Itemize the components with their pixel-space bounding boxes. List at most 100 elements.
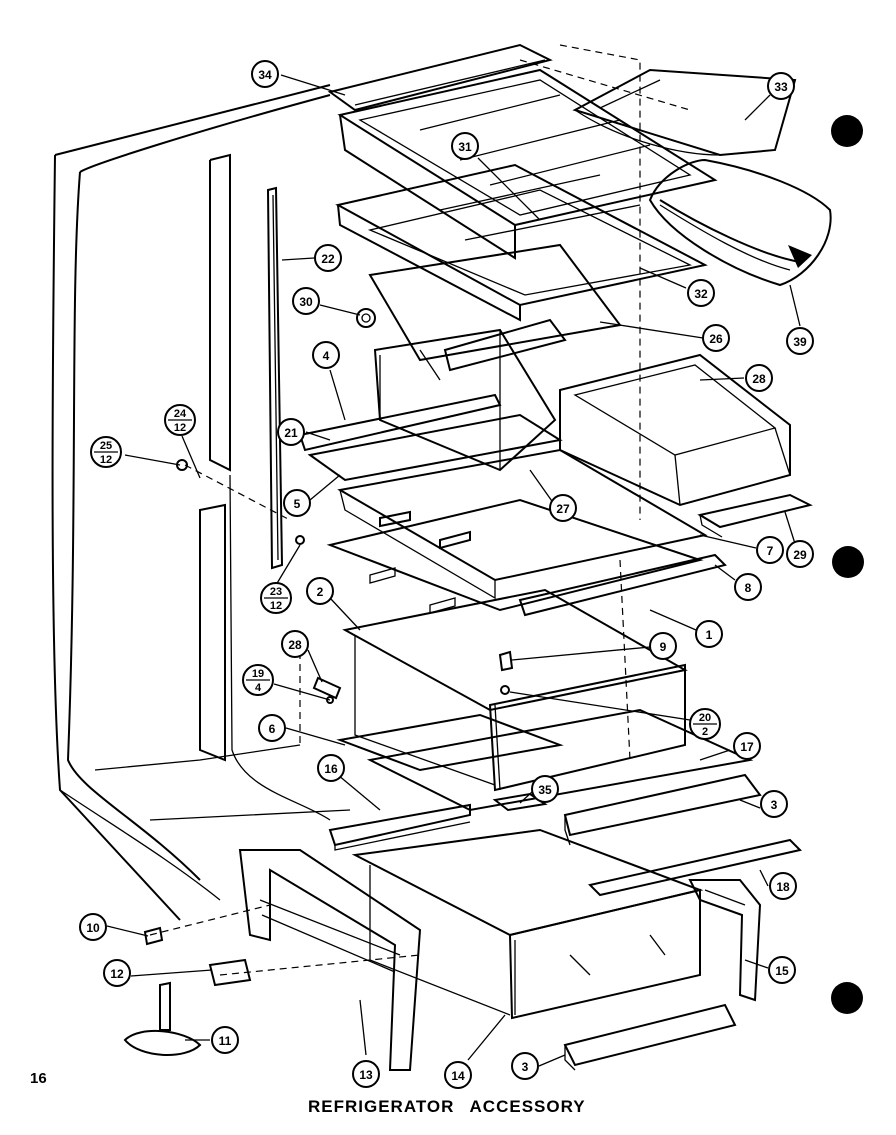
crisper-cover — [337, 448, 708, 600]
callout-26-label: 26 — [709, 332, 723, 346]
callout-20-2: 20 2 — [689, 708, 721, 740]
registration-dot-bottom — [831, 982, 863, 1014]
callout-23-12-bottom: 12 — [270, 600, 282, 612]
callout-25-12: 25 12 — [90, 436, 122, 468]
callout-34: 34 — [251, 60, 279, 88]
front-bar-lower — [563, 1003, 737, 1071]
callout-3-lower: 3 — [511, 1052, 539, 1080]
right-drawer-slide — [688, 879, 762, 1002]
callout-32: 32 — [687, 279, 715, 307]
callout-31-label: 31 — [458, 140, 472, 154]
callout-12: 12 — [103, 959, 131, 987]
callout-6: 6 — [258, 714, 286, 742]
callout-11: 11 — [211, 1026, 239, 1054]
callout-4-label: 4 — [323, 349, 330, 363]
callout-17-label: 17 — [740, 740, 754, 754]
callout-18-label: 18 — [776, 880, 790, 894]
second-shelf-frame — [335, 163, 708, 322]
callout-9-label: 9 — [660, 640, 667, 654]
callout-19-4-top: 19 — [252, 668, 264, 680]
callout-19-4: 19 4 — [242, 664, 274, 696]
callout-28-lower: 28 — [281, 630, 309, 658]
callout-22: 22 — [314, 244, 342, 272]
diagram-caption: REFRIGERATOR ACCESSORY — [308, 1097, 586, 1116]
callout-8: 8 — [734, 573, 762, 601]
callout-3-upper-label: 3 — [771, 798, 778, 812]
support-rail — [697, 493, 813, 538]
leader-lines — [106, 74, 801, 1067]
callout-33: 33 — [767, 72, 795, 100]
dairy-door-cover — [648, 158, 832, 287]
callout-23-12: 23 12 — [260, 582, 292, 614]
front-bar-upper — [563, 773, 762, 846]
callout-13-label: 13 — [359, 1068, 373, 1082]
door-gasket-strip — [266, 186, 284, 570]
callout-30-label: 30 — [299, 295, 313, 309]
callout-23-12-top: 23 — [270, 586, 282, 598]
bottom-rail — [588, 838, 802, 897]
cabinet-liner — [51, 84, 351, 921]
callout-28-upper-label: 28 — [752, 372, 766, 386]
callout-39: 39 — [786, 327, 814, 355]
slide-hardware — [123, 926, 252, 1056]
callout-14-label: 14 — [451, 1069, 465, 1083]
callout-35-label: 35 — [538, 783, 552, 797]
callout-14: 14 — [444, 1061, 472, 1089]
registration-dot-middle — [832, 546, 864, 578]
callout-17: 17 — [733, 732, 761, 760]
bottom-drawer — [351, 828, 704, 1020]
callout-34-label: 34 — [258, 68, 272, 82]
callout-15-label: 15 — [775, 964, 789, 978]
callout-35: 35 — [531, 775, 559, 803]
callout-1: 1 — [695, 620, 723, 648]
callout-5-label: 5 — [294, 497, 301, 511]
callout-9: 9 — [649, 632, 677, 660]
callout-12-label: 12 — [110, 967, 124, 981]
callout-10-label: 10 — [86, 921, 100, 935]
callout-5: 5 — [283, 489, 311, 517]
lower-rail — [328, 803, 471, 851]
callout-33-label: 33 — [774, 80, 788, 94]
callout-27: 27 — [549, 494, 577, 522]
callout-15: 15 — [768, 956, 796, 984]
callout-16: 16 — [317, 754, 345, 782]
callout-7: 7 — [756, 536, 784, 564]
callout-31: 31 — [451, 132, 479, 160]
assembly-guide-lines — [149, 44, 691, 976]
callout-30: 30 — [292, 287, 320, 315]
sliding-shelf — [326, 498, 727, 617]
callout-28-lower-label: 28 — [288, 638, 302, 652]
callout-19-4-bottom: 4 — [255, 682, 262, 694]
callout-2-label: 2 — [317, 585, 324, 599]
callout-8-label: 8 — [745, 581, 752, 595]
callout-24-12-top: 24 — [174, 408, 187, 420]
callout-2: 2 — [306, 577, 334, 605]
callout-18: 18 — [769, 872, 797, 900]
large-crisper-pan — [342, 588, 688, 792]
callout-25-12-bottom: 12 — [100, 454, 112, 466]
lower-divider — [336, 708, 754, 812]
left-drawer-slide — [238, 849, 422, 1071]
callout-29: 29 — [786, 540, 814, 568]
callout-24-12: 24 12 — [164, 404, 196, 436]
callout-16-label: 16 — [324, 762, 338, 776]
registration-dot-top — [831, 115, 863, 147]
callout-22-label: 22 — [321, 252, 335, 266]
callout-21-label: 21 — [284, 426, 298, 440]
callout-6-label: 6 — [269, 722, 276, 736]
callout-20-2-top: 20 — [699, 712, 711, 724]
callout-27-label: 27 — [556, 502, 570, 516]
glass-shelf — [572, 68, 797, 157]
callout-10: 10 — [79, 913, 107, 941]
callout-26: 26 — [702, 324, 730, 352]
callout-4: 4 — [312, 341, 340, 369]
callout-3-lower-label: 3 — [522, 1060, 529, 1074]
callout-13: 13 — [352, 1060, 380, 1088]
callout-29-label: 29 — [793, 548, 807, 562]
callout-32-label: 32 — [694, 287, 708, 301]
divider-rail — [298, 393, 563, 482]
page-number: 16 — [30, 1070, 47, 1087]
top-shelf-frame — [327, 43, 718, 260]
